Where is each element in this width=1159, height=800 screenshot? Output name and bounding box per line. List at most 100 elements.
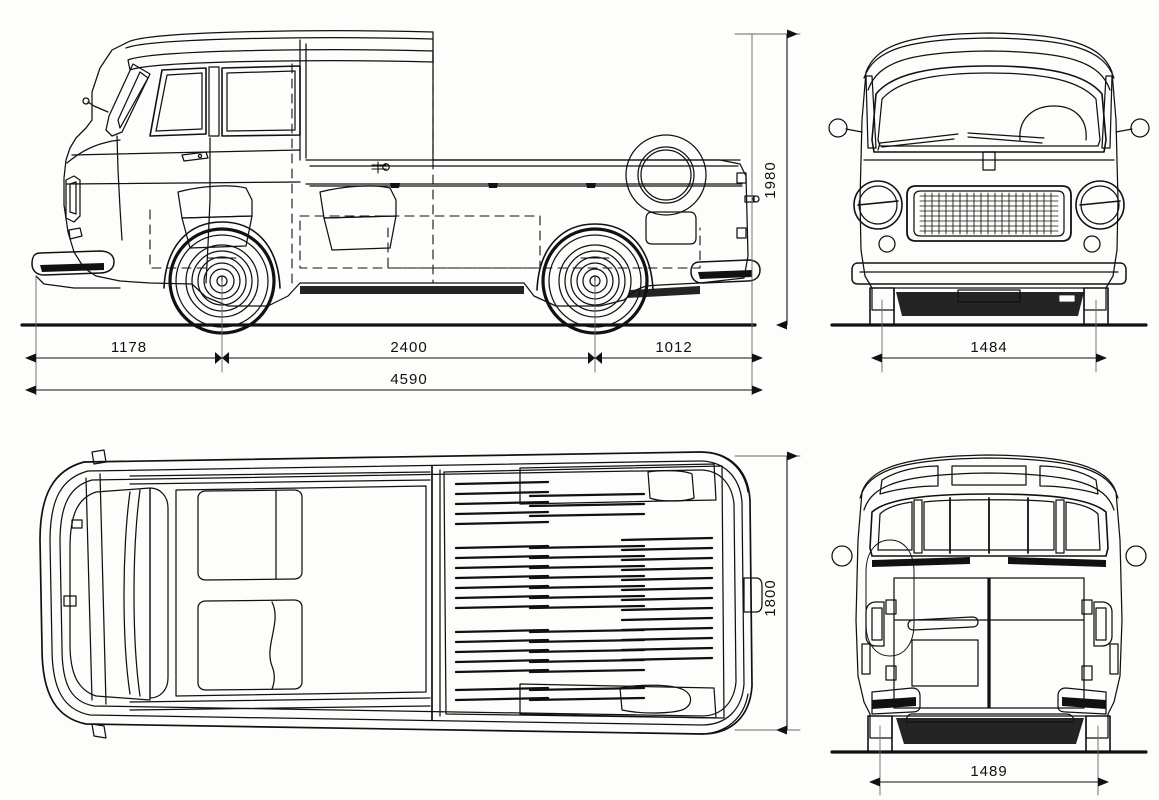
side-door-shut-front [116, 135, 123, 241]
rear-hinge-right-lower [1081, 665, 1093, 681]
rear-side-vent-left [861, 643, 871, 675]
front-a-pillar-left [865, 75, 877, 149]
rear-window-right-quarter [1065, 501, 1101, 551]
dim-overall-height-label: 1980 [762, 161, 779, 198]
top-door-handle-plan [71, 519, 83, 529]
side-fuel-cap [752, 195, 760, 203]
top-bed-ribs-col2 [528, 492, 646, 702]
side-bed-stake-pocket-2 [488, 183, 498, 188]
top-roof-hatch-upper [197, 489, 303, 581]
side-mirror-head [82, 97, 90, 105]
side-seat-cushion [181, 215, 253, 249]
front-badge-plinth [982, 151, 996, 171]
side-windscreen-frame [105, 63, 151, 137]
side-front-lamp [68, 227, 83, 240]
rear-tyre-right [1085, 715, 1111, 753]
side-rear-quarter-window-inner [226, 70, 296, 132]
side-door-window-inner [155, 72, 203, 132]
top-windscreen-projection [123, 491, 131, 695]
top-roof-hatch-lower [197, 599, 303, 691]
rear-lamp-left-inner [871, 607, 883, 641]
side-height-dimension: 1980 [762, 29, 798, 330]
top-roof-rail-upper [129, 471, 431, 477]
top-windscreen-projection-2 [133, 489, 141, 697]
top-bed-rail-lower [519, 683, 717, 719]
side-bed-stake-pocket-3 [586, 183, 596, 188]
rear-elevation-view [830, 454, 1148, 796]
side-rear-bumper [690, 259, 761, 284]
top-body-outline-inner [49, 460, 745, 726]
rear-bumper-shadow-left [872, 697, 916, 709]
front-roof-skin [867, 50, 1111, 91]
front-a-pillar-right [1101, 75, 1113, 149]
side-feature-line-lower [65, 181, 743, 185]
side-door-handle [181, 151, 209, 162]
front-mirror-right [1130, 118, 1150, 138]
rear-window-left-quarter [877, 501, 913, 551]
front-wiper-left [879, 133, 959, 148]
rear-roof-vent-left [879, 465, 939, 495]
rear-number-plate [911, 639, 979, 687]
side-windscreen-glass-edge [117, 71, 149, 129]
rear-handle-strip [907, 616, 979, 631]
rear-lamp-right-inner [1095, 607, 1107, 641]
side-feature-line-upper [71, 149, 301, 156]
rear-underbody-shadow [896, 718, 1084, 744]
front-grille [906, 185, 1072, 242]
front-indicator-left [878, 235, 896, 253]
dim-overall-width-label: 1800 [762, 579, 779, 616]
top-mirror-right [91, 723, 107, 739]
front-mirror-arm-left [845, 128, 863, 133]
top-spare-carrier-lower [619, 684, 692, 714]
front-underbody-shadow [896, 292, 1084, 316]
top-bed-floor-border [443, 465, 725, 719]
front-wiper-arm-left [877, 142, 881, 151]
front-mirror-left [828, 118, 848, 138]
rear-mirror-right [1125, 545, 1147, 567]
front-windscreen-frame [871, 65, 1107, 153]
rear-tyre-left [867, 715, 893, 753]
top-bed-ribs-col3 [620, 536, 714, 662]
front-roof-dome [863, 37, 1115, 79]
rear-lamp-right [1093, 601, 1113, 647]
top-spare-carrier [647, 470, 695, 502]
side-roof-edge [125, 37, 434, 49]
top-width-dimension: 1800 [762, 451, 798, 735]
dim-front-overhang-label: 1178 [111, 339, 147, 356]
side-spare-wheel-outer [625, 134, 707, 216]
top-roof-rail-upper-2 [129, 479, 431, 485]
side-elevation-view [20, 30, 801, 396]
side-spare-wheel-inner [637, 146, 695, 204]
top-cab-roof-main [175, 485, 427, 697]
side-rear-latch-lower [736, 227, 747, 239]
side-door-window [149, 67, 207, 137]
front-bumper [851, 262, 1127, 285]
top-roof-rail-lower-2 [129, 697, 431, 703]
top-nose-seam-b [99, 473, 107, 705]
front-tyre-right [1083, 287, 1109, 326]
dim-overall-length-label: 4590 [390, 371, 427, 388]
top-nose-panel [69, 487, 151, 701]
rear-hinge-left-lower [885, 665, 897, 681]
side-front-panel-seam [103, 139, 121, 144]
rear-window-pillar-right [1055, 499, 1065, 554]
rear-window-pillar-left [913, 499, 923, 554]
rear-window-guard-bars [949, 497, 1029, 554]
side-front-wheel-arch [163, 221, 281, 289]
front-wiper-right [967, 132, 1045, 144]
rear-track-dimension: 1489 [869, 763, 1109, 787]
rear-roof-skin [863, 472, 1115, 511]
top-mirror-left [91, 449, 107, 465]
side-rear-wheel-arch [536, 223, 654, 291]
rear-rail-strip [905, 713, 1075, 723]
dim-rear-track-label: 1489 [970, 763, 1007, 780]
front-track-dimension: 1484 [871, 339, 1107, 363]
side-rocker-shadow [300, 286, 524, 294]
rear-hinge-left-upper [885, 599, 897, 615]
top-body-outline-inner2 [59, 469, 737, 717]
front-steering-wheel [1019, 105, 1087, 141]
front-windscreen-glass [877, 72, 1101, 147]
top-bed-rail-upper [519, 463, 717, 505]
rear-roof-dome [859, 457, 1119, 499]
